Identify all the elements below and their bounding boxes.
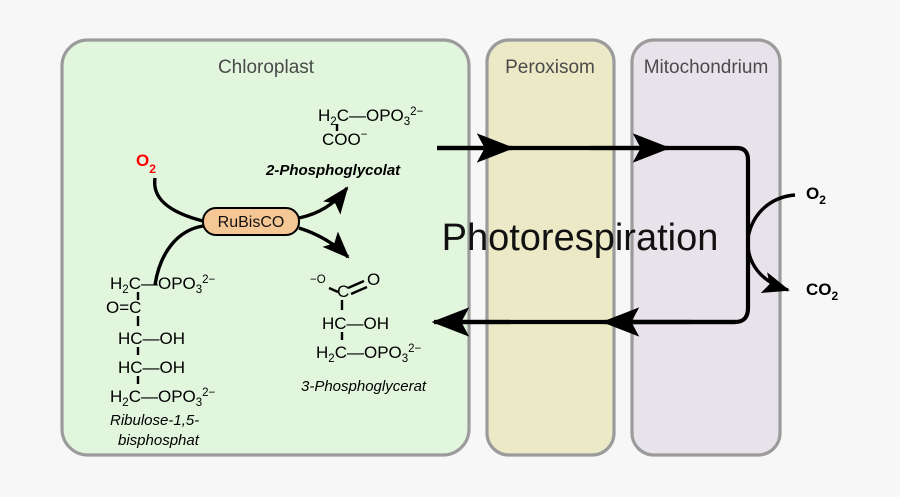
carbon-dioxide-out-curve [746,237,790,293]
phosphoglycerate-line-1-left: −O [310,274,326,286]
ribulose-line-1: H2C—OPO32− [110,274,216,296]
phosphoglycerate-bond-o-double-a [347,279,365,290]
chloroplast-body [60,38,471,457]
ribulose-line-4: HC—OH [118,358,185,377]
rubisco-to-phosphoglycerate-arrow [298,226,350,259]
ribulose-line-3: HC—OH [118,329,185,348]
molecule-2-phosphoglycolate: H2C—OPO32− COO− 2-Phosphoglycolat [265,106,424,179]
phosphoglycolate-name: 2-Phosphoglycolat [265,162,401,179]
oxygen-substrate-label: O2 [136,151,156,176]
ribulose-line-2: O=C [106,298,141,317]
ribulose-name-line-1: Ribulose-1,5- [110,412,199,429]
phosphoglycerate-line-2: HC—OH [322,314,389,333]
phosphoglycolate-line-1: H2C—OPO32− [318,106,424,128]
molecule-3-phosphoglycerate: −O C O HC—OH H2C—OPO32− 3-Phosphoglycera… [301,270,427,395]
compartment-chloroplast: Chloroplast [60,38,471,457]
phosphoglycerate-line-1-right: O [367,270,380,289]
ribulose-to-rubisco-curve [153,224,204,286]
rubisco-to-phosphoglycolate-arrow [298,186,349,220]
enzyme-rubisco[interactable]: RuBisCO [202,207,300,236]
rubisco-label: RuBisCO [218,214,285,231]
compartment-peroxisome: Peroxisom [485,38,616,457]
chloroplast-label: Chloroplast [218,57,315,78]
phosphoglycerate-name: 3-Phosphoglycerat [301,378,427,395]
peroxisome-label: Peroxisom [505,57,595,78]
gas-exchange-branch: O2 CO2 [746,184,839,303]
phosphoglycerate-line-3: H2C—OPO32− [316,343,422,365]
phosphoglycerate-bond-o-single [328,286,339,294]
oxygen-in-curve [746,193,796,239]
ribulose-name-line-2: bisphosphat [118,432,200,449]
phosphoglycolate-line-2: COO− [322,129,368,149]
mitochondrion-label: Mitochondrium [644,57,769,78]
peroxisome-body [485,38,616,457]
oxygen-in-label: O2 [806,184,826,207]
pathway-title: Photorespiration [442,217,719,259]
oxygen-substrate-curve [153,177,204,223]
carbon-dioxide-out-label: CO2 [806,280,839,303]
phosphoglycerate-bond-o-double-b [350,285,368,296]
phosphoglycerate-line-1-center: C [337,282,349,301]
molecule-ribulose-bisphosphate: H2C—OPO32− O=C HC—OH HC—OH H2C—OPO32− Ri… [106,274,216,449]
ribulose-line-5: H2C—OPO32− [110,387,216,409]
rubisco-box[interactable] [202,207,300,236]
